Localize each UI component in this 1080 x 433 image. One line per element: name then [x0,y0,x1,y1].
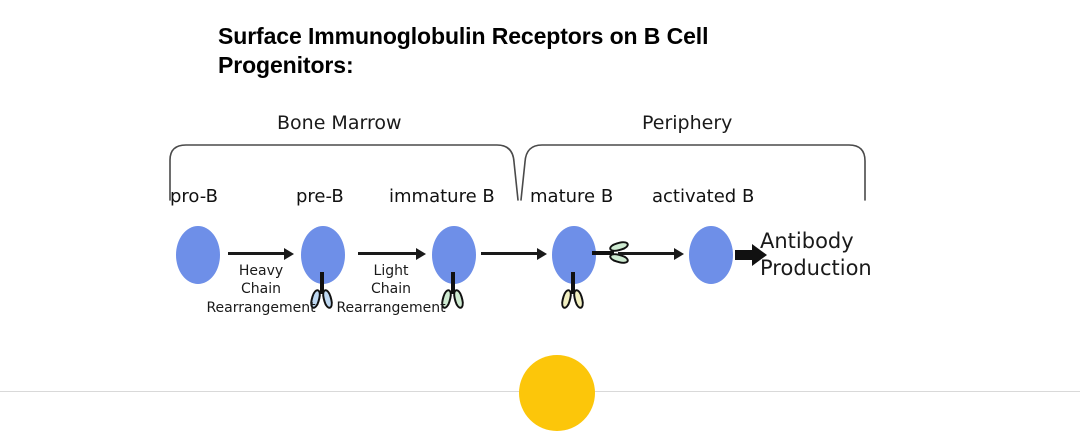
arrow-shaft [735,250,754,260]
arrow-head [537,248,547,260]
compartment-label-bone-marrow: Bone Marrow [277,112,402,134]
cell-activated-b [689,226,733,284]
arrow-shaft [358,252,417,255]
stage-label-pre-b: pre-B [296,186,344,207]
receptor-stem [451,272,455,294]
receptor-stem [571,272,575,294]
arrow-icon-heavy-chain [228,248,294,260]
receptor-icon-pre-b [308,272,335,312]
arrow-head [674,248,684,260]
arrow-shaft [228,252,285,255]
transition-caption-light-chain: Light Chain Rearrangement [336,263,446,316]
stage-label-immature-b: immature B [389,186,495,207]
receptor-icon-mature-b-bottom [559,272,586,312]
receptor-stem [320,272,324,294]
arrow-icon-mature-to-activated [618,248,684,260]
output-label-antibody-production: Antibody Production [760,229,872,280]
stage-label-mature-b: mature B [530,186,614,207]
arrow-shaft [618,252,675,255]
transition-caption-heavy-chain: Heavy Chain Rearrangement [206,263,316,316]
page-title: Surface Immunoglobulin Receptors on B Ce… [218,23,709,79]
compartment-label-periphery: Periphery [642,112,733,134]
cell-pro-b [176,226,220,284]
receptor-icon-mature-b-side [592,239,632,266]
arrow-head [284,248,294,260]
receptor-icon-immature-b [439,272,466,312]
yellow-circle-decoration [519,355,595,431]
receptor-stem [592,251,614,255]
receptor-leg-left [559,288,574,310]
stage-label-activated-b: activated B [652,186,755,207]
arrow-icon-light-chain [358,248,426,260]
arrow-shaft [481,252,538,255]
arrow-head [416,248,426,260]
receptor-leg-right [571,288,586,310]
arrow-head [752,244,767,266]
arrow-icon-antibody-production [735,244,767,266]
receptor-leg-right [451,288,466,310]
stage-label-pro-b: pro-B [170,186,218,207]
arrow-icon-immature-to-mature [481,248,547,260]
